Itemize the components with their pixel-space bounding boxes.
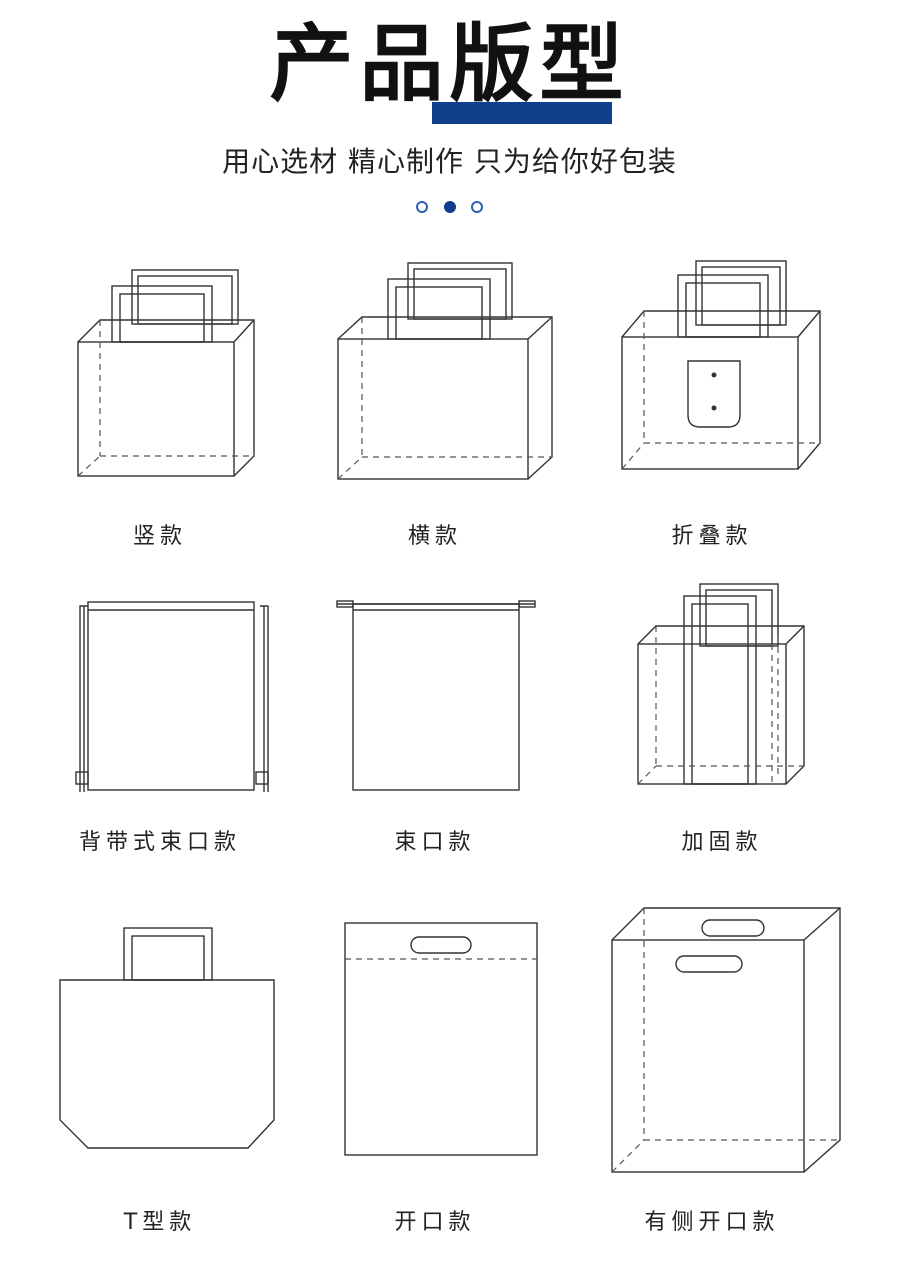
bag-t-shape-illustration bbox=[59, 927, 275, 1149]
dot-2-active[interactable] bbox=[443, 200, 456, 213]
title-accent-bar bbox=[432, 102, 612, 124]
bag-side-gusset-open-illustration bbox=[611, 907, 841, 1173]
label-t-shape: T型款 bbox=[123, 1210, 197, 1235]
bag-open-top-illustration bbox=[344, 922, 538, 1156]
label-foldable: 折叠款 bbox=[671, 524, 753, 549]
carousel-dots bbox=[0, 196, 899, 216]
bag-backpack-drawstring-illustration bbox=[75, 601, 269, 792]
bag-reinforced-illustration bbox=[637, 583, 805, 785]
label-backpack-drawstring: 背带式束口款 bbox=[78, 830, 241, 855]
bag-drawstring-illustration bbox=[336, 600, 536, 791]
bag-horizontal-illustration bbox=[337, 262, 553, 480]
dot-1[interactable] bbox=[416, 200, 429, 213]
page-title: 产品版型 bbox=[269, 15, 630, 113]
dot-3[interactable] bbox=[470, 200, 483, 213]
label-horizontal: 横款 bbox=[407, 524, 462, 549]
label-drawstring: 束口款 bbox=[394, 830, 476, 855]
label-open-top: 开口款 bbox=[394, 1210, 476, 1235]
label-vertical: 竖款 bbox=[132, 524, 187, 549]
label-side-gusset-open: 有侧开口款 bbox=[644, 1210, 780, 1235]
bag-vertical-illustration bbox=[77, 269, 255, 477]
title-block: 产品版型 bbox=[0, 14, 899, 124]
page-subtitle: 用心选材 精心制作 只为给你好包装 bbox=[222, 145, 677, 178]
bag-foldable-illustration bbox=[621, 260, 821, 470]
label-reinforced: 加固款 bbox=[681, 830, 763, 855]
